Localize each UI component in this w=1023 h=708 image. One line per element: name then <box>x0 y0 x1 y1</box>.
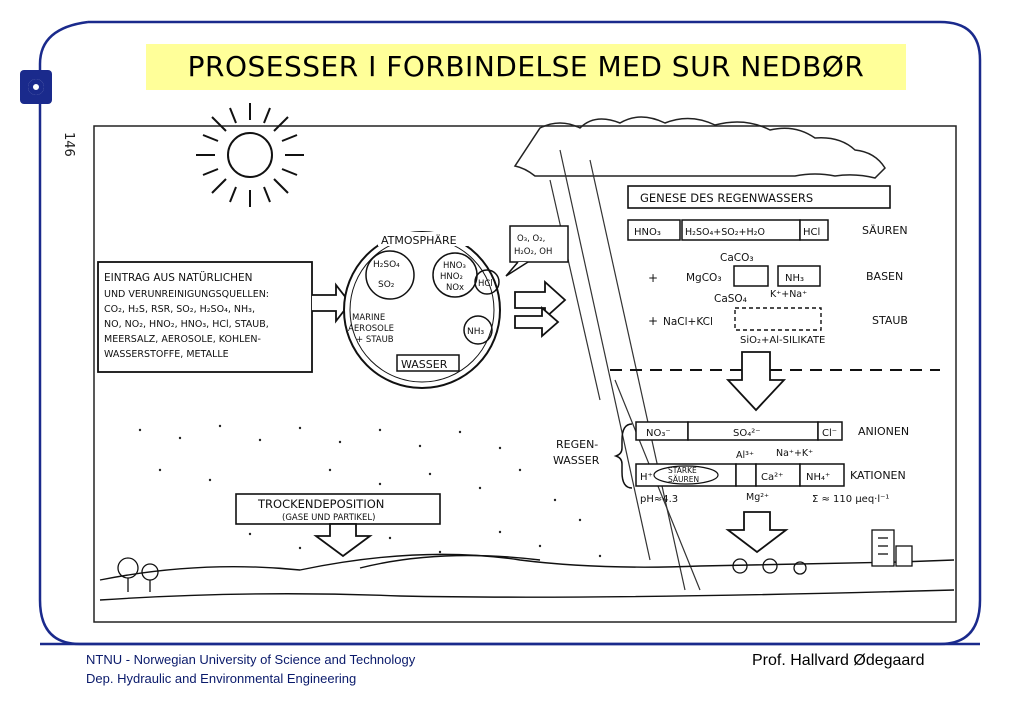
footer-institution-line2: Dep. Hydraulic and Environmental Enginee… <box>86 671 357 686</box>
sum-label: Σ ≈ 110 μeq·l⁻¹ <box>812 494 889 505</box>
h2so4-label: H₂SO₄ <box>373 260 400 270</box>
so4-label: SO₄²⁻ <box>733 428 761 439</box>
hno3-acid: HNO₃ <box>634 227 661 238</box>
eintrag-line2: UND VERUNREINIGUNGSQUELLEN: <box>104 289 269 300</box>
regen-label-1: REGEN- <box>556 438 598 451</box>
marine-label-1: MARINE <box>352 313 385 323</box>
arrow-down-ground <box>725 511 789 554</box>
h-label: H⁺ <box>640 472 653 483</box>
oxidants-line1: O₃, O₂, <box>517 234 545 244</box>
sio2-label: SiO₂+Al-SILIKATE <box>740 335 825 346</box>
saeuren-label: SÄUREN <box>862 224 908 237</box>
eintrag-box: EINTRAG AUS NATÜRLICHEN UND VERUNREINIGU… <box>97 261 313 373</box>
dry-deposition-dots <box>138 424 602 558</box>
kationen-label: KATIONEN <box>850 469 906 482</box>
nh3-base: NH₃ <box>785 273 804 284</box>
eintrag-line4: NO, NO₂, HNO₂, HNO₃, HCl, STAUB, <box>104 319 269 330</box>
hcl-label: HCl <box>478 279 493 289</box>
marine-label-2: AEROSOLE <box>348 324 394 334</box>
basen-label: BASEN <box>866 270 903 283</box>
trees-icon <box>117 557 807 592</box>
eintrag-line6: WASSERSTOFFE, METALLE <box>104 349 229 360</box>
arrow-right-2 <box>514 306 560 338</box>
starke-label-1: STARKE <box>668 466 697 475</box>
cl-label: Cl⁻ <box>822 428 837 439</box>
sun-icon <box>196 103 304 207</box>
plus-staub: + <box>648 314 658 328</box>
slide-title: PROSESSER I FORBINDELSE MED SUR NEDBØR <box>146 44 906 90</box>
genese-title: GENESE DES REGENWASSERS <box>640 191 813 205</box>
oxidant-bubble: O₃, O₂, H₂O₂, OH <box>505 225 569 277</box>
oxidants-line2: H₂O₂, OH <box>514 247 552 257</box>
eintrag-line1: EINTRAG AUS NATÜRLICHEN <box>104 271 253 284</box>
regen-label-2: WASSER <box>553 454 600 467</box>
cloud-shape <box>513 116 886 179</box>
mgco3-label: MgCO₃ <box>686 272 722 284</box>
nh4-label: NH₄⁺ <box>806 472 830 483</box>
hcl-acid: HCl <box>803 227 820 238</box>
nacl-kcl-label: NaCl+KCl <box>663 316 713 328</box>
ntnu-logo-icon <box>20 70 52 104</box>
trocken-title: TROCKENDEPOSITION <box>257 497 384 511</box>
marine-label-3: + STAUB <box>356 335 394 345</box>
hno3-label: HNO₃ <box>443 261 466 271</box>
na-k-label: Na⁺+K⁺ <box>776 448 813 459</box>
landscape <box>99 553 955 601</box>
no3-label: NO₃⁻ <box>646 428 671 439</box>
so2-label: SO₂ <box>378 280 395 290</box>
trockendeposition-box: TROCKENDEPOSITION (GASE UND PARTIKEL) <box>235 493 441 525</box>
starke-label-2: SÄUREN <box>668 475 699 484</box>
nh3-atm-label: NH₃ <box>467 327 485 337</box>
ph-label: pH≈4.3 <box>640 494 678 505</box>
caco3-label: CaCO₃ <box>720 252 754 264</box>
arrow-down-genese <box>725 351 787 412</box>
staub-label: STAUB <box>872 314 908 327</box>
footer-author: Prof. Hallvard Ødegaard <box>752 652 925 669</box>
ca-label: Ca²⁺ <box>761 472 783 483</box>
arrow-right-1 <box>514 279 567 321</box>
atmosphere-circle: ATMOSPHÄRE H₂SO₄ SO₂ HNO₃ HNO₂ NOx HCl N… <box>343 231 501 389</box>
regenwasser-section: REGEN- WASSER NO₃⁻ SO₄²⁻ Cl⁻ ANIONEN Al³… <box>553 421 909 505</box>
anionen-label: ANIONEN <box>858 425 909 438</box>
arrow-down-trocken <box>313 523 373 558</box>
eintrag-line3: CO₂, H₂S, RSR, SO₂, H₂SO₄, NH₃, <box>104 304 255 315</box>
hno2-label: HNO₂ <box>440 272 463 282</box>
caso4-label: CaSO₄ <box>714 293 747 305</box>
mg-label: Mg²⁺ <box>746 492 769 503</box>
factory-icon <box>871 529 913 567</box>
plus-basen: + <box>648 271 658 285</box>
diagram-border <box>93 125 957 623</box>
k-na-label: K⁺+Na⁺ <box>770 289 807 300</box>
footer-institution-line1: NTNU - Norwegian University of Science a… <box>86 652 416 667</box>
trocken-sub: (GASE UND PARTIKEL) <box>282 513 375 523</box>
genese-section: GENESE DES REGENWASSERS HNO₃ H₂SO₄+SO₂+H… <box>627 185 908 346</box>
eintrag-line5: MEERSALZ, AEROSOLE, KOHLEN- <box>104 334 261 345</box>
al-label: Al³⁺ <box>736 450 754 461</box>
acids-formula: H₂SO₄+SO₂+H₂O <box>685 227 765 238</box>
nox-label: NOx <box>446 283 464 293</box>
wasser-label: WASSER <box>401 358 448 371</box>
atmosphere-label: ATMOSPHÄRE <box>381 234 457 247</box>
